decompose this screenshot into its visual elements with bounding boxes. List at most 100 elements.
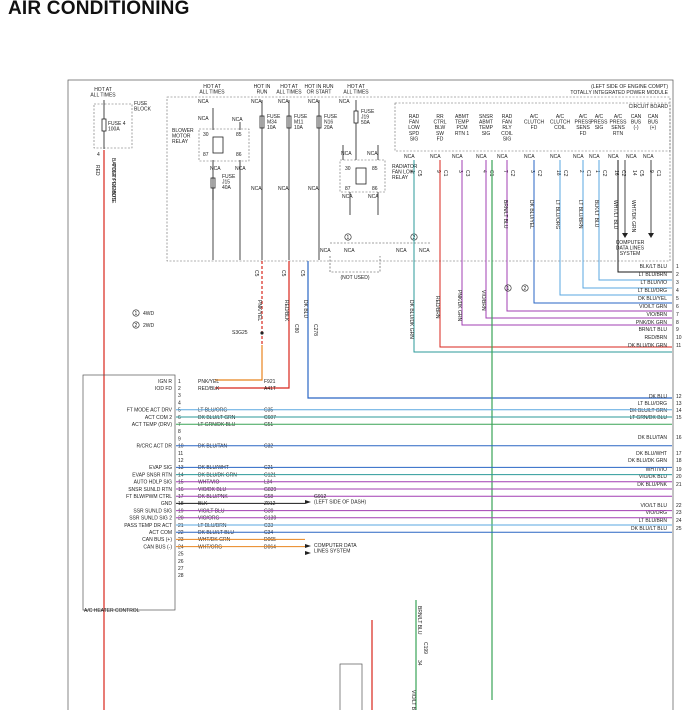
hot-label: OR START	[307, 90, 332, 96]
tipm-signal-label: CLUTCH	[524, 120, 545, 126]
wire-dk-blu	[307, 261, 672, 399]
module-pin-number: 27	[178, 566, 184, 572]
circuit-board-box	[394, 102, 671, 152]
ground-note: (LEFT SIDE OF DASH)	[314, 500, 366, 506]
fuse-block-box	[93, 103, 133, 149]
tipm-connector: C5	[638, 170, 644, 177]
hot-label: HOT IN	[254, 84, 271, 90]
computer-data-label: SYSTEM	[620, 251, 641, 257]
battery-note: POST POS BUS	[110, 164, 116, 202]
tipm-pin-number: 2	[578, 170, 584, 173]
wire-to-rail-5	[533, 160, 672, 304]
right-wire-label: DK BLU/DK GRN	[628, 343, 667, 349]
tipm-signal-label: COIL	[501, 131, 513, 137]
tipm-signal-label: TEMP	[455, 120, 470, 126]
wire-to-rail-1	[617, 160, 672, 273]
nca-label: NCA	[232, 117, 243, 123]
circuit-board-label: CIRCUIT BOARD	[629, 104, 669, 110]
nca-label: NCA	[419, 248, 430, 254]
module-wire-color: BLK	[198, 501, 208, 507]
right-wire-number: 7	[676, 312, 679, 318]
nca-label: NCA	[368, 194, 379, 200]
nca-label: NCA	[452, 154, 463, 160]
module-pin-number: 11	[178, 451, 183, 457]
wire-color-label: DK BLU/DK GRN	[408, 300, 414, 339]
module-pin-number: 4	[178, 400, 181, 406]
right-wire-number: 1	[676, 264, 679, 270]
relay-pin: 86	[372, 186, 378, 192]
tipm-pin-number: 3	[529, 170, 535, 173]
right-wire-label: LT BLU/ORG	[638, 288, 667, 294]
fuse-label: N16	[324, 120, 333, 126]
right-wire-number: 20	[676, 474, 682, 480]
module-pin-name: PASS TEMP DR ACT	[124, 523, 172, 529]
right-wire-number: 9	[676, 327, 679, 333]
fuse-label: J15	[222, 180, 230, 186]
wire-color-label: VIO/LT BLU	[410, 690, 416, 710]
fuse-icon	[316, 115, 322, 129]
nca-label: NCA	[341, 151, 352, 157]
tipm-signal-label: SIG	[482, 131, 491, 137]
tipm-pin-number: 1	[594, 170, 600, 173]
right-wire-number: 19	[676, 467, 682, 473]
module-pin-number: 18	[178, 501, 184, 507]
fuse-icon	[286, 115, 292, 129]
right-wire-label: RED/BRN	[644, 335, 667, 341]
computer-data-note: LINES SYSTEM	[314, 549, 350, 555]
module-pin-name: SSR SUNLD SIG	[133, 508, 172, 514]
fuse-label: FUSE	[267, 114, 281, 120]
right-wire-number: 3	[676, 280, 679, 286]
right-wire-label: VIO/BRN	[646, 312, 667, 318]
right-wire-label: VIO/DK BLU	[639, 474, 667, 480]
right-wire-number: 5	[676, 296, 679, 302]
tipm-signal-label: FAN	[409, 120, 419, 126]
module-wire-color: LT BLU/BRN	[198, 523, 227, 529]
wire-pnk-yel-lower	[215, 345, 263, 381]
module-wire-circuit: D064	[264, 544, 276, 550]
splice-label: C278	[312, 324, 318, 336]
hot-label: HOT IN RUN	[304, 84, 333, 90]
right-wire-number: 16	[676, 435, 682, 441]
tipm-signal-label: (-)	[634, 125, 639, 131]
module-wire-circuit: C121	[264, 472, 276, 478]
option-number: 1	[347, 235, 350, 241]
tipm-connector: C3	[464, 170, 470, 177]
tipm-signal-label: PRESS	[575, 120, 593, 126]
module-pin-number: 8	[178, 429, 181, 435]
wire-color-label: PNK/DK GRN	[456, 290, 462, 322]
tipm-signal-label: A/C	[579, 114, 588, 120]
tipm-signal-label: FD	[580, 131, 587, 137]
tipm-signal-label: SNSR	[479, 114, 493, 120]
module-pin-number: 15	[178, 480, 184, 486]
fuse-icon	[259, 115, 265, 129]
module-wire-circuit: C21	[264, 465, 273, 471]
relay-pin: 30	[345, 166, 351, 172]
right-wire-label: VIO/LT GRN	[639, 304, 667, 310]
right-wire-label: VIO/LT BLU	[641, 503, 668, 509]
left-hot-label: ALL TIMES	[90, 93, 116, 99]
tipm-signal-label: COIL	[554, 125, 566, 131]
tipm-pin-number: 7	[502, 170, 508, 173]
right-wire-label: BLK/LT BLU	[640, 264, 668, 270]
right-wire-label: DK BLU	[649, 394, 667, 400]
relay-pin: 30	[203, 132, 209, 138]
module-pin-number: 20	[178, 516, 184, 522]
right-wire-number: 14	[676, 408, 682, 414]
not-used-bracket	[329, 256, 381, 273]
tipm-connector: C2	[509, 170, 515, 177]
fuse-label: FUSE	[222, 174, 236, 180]
page-title: AIR CONDITIONING	[8, 0, 190, 19]
wire-color-label: RED/BLK	[283, 300, 289, 322]
legend-number: 2	[135, 323, 138, 329]
module-wire-circuit: C58	[264, 494, 273, 500]
right-wire-number: 21	[676, 482, 682, 488]
module-wire-circuit: G839	[264, 487, 276, 493]
module-wire-color: WHT/DK GRN	[198, 537, 231, 543]
relay-coil	[212, 136, 224, 154]
tipm-pin-number: 4	[481, 170, 487, 173]
fuse-label: M11	[294, 120, 304, 126]
tipm-connector: C5	[299, 270, 305, 277]
module-pin-number: 9	[178, 436, 181, 442]
tipm-connector: C1	[655, 170, 661, 177]
nca-label: NCA	[251, 99, 262, 105]
